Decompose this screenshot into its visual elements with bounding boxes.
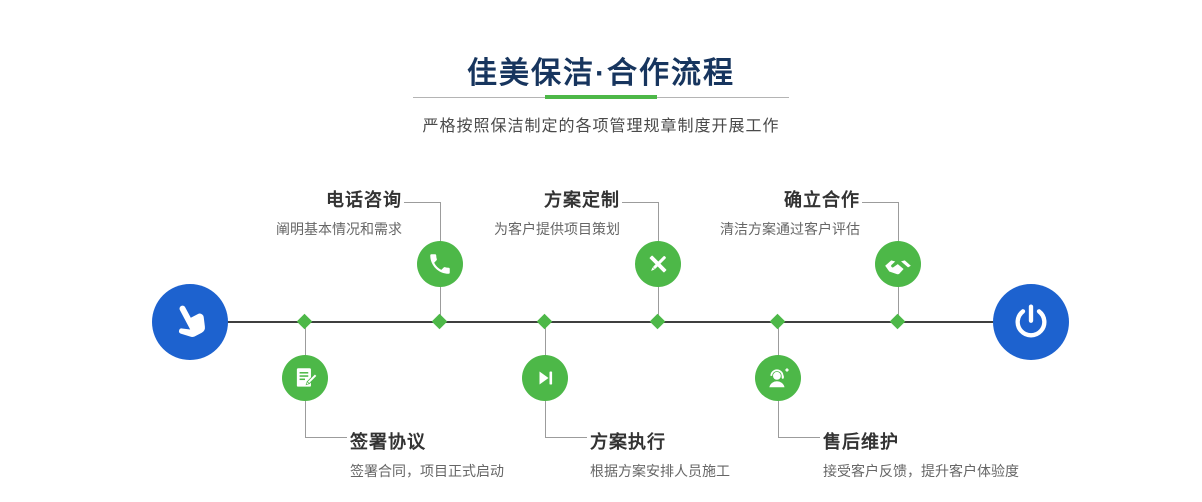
step-node-sign: [282, 355, 328, 401]
step-node-plan: [635, 241, 681, 287]
connector-line: [862, 202, 898, 203]
page-title: 佳美保洁·合作流程: [467, 57, 735, 90]
title-underline-accent: [545, 95, 657, 99]
play-next-icon: [539, 371, 553, 385]
timeline-line: [190, 321, 1031, 323]
end-node: [993, 284, 1069, 360]
step-label-phone: 电话咨询 阐明基本情况和需求: [276, 186, 402, 239]
step-desc: 签署合同，项目正式启动: [350, 463, 504, 479]
step-title: 方案执行: [590, 432, 666, 452]
step-label-aftersale: 售后维护 接受客户反馈，提升客户体验度: [823, 428, 1019, 481]
step-title: 电话咨询: [326, 190, 402, 210]
page-subtitle: 严格按照保洁制定的各项管理规章制度开展工作: [422, 118, 780, 135]
start-node: [152, 284, 228, 360]
timeline-diamond: [296, 313, 313, 330]
contract-icon: [296, 368, 318, 387]
timeline-diamond: [889, 313, 906, 330]
step-desc: 根据方案安排人员施工: [590, 463, 730, 479]
step-title: 确立合作: [784, 190, 860, 210]
step-node-cooperate: [875, 241, 921, 287]
step-label-execute: 方案执行 根据方案安排人员施工: [590, 428, 730, 481]
connector-line: [545, 437, 587, 438]
step-desc: 阐明基本情况和需求: [276, 221, 402, 237]
timeline-diamond: [649, 313, 666, 330]
step-node-aftersale: [755, 355, 801, 401]
connector-line: [404, 202, 440, 203]
handshake-icon: [885, 260, 911, 275]
step-label-cooperate: 确立合作 清洁方案通过客户评估: [720, 186, 860, 239]
step-label-sign: 签署协议 签署合同，项目正式启动: [350, 428, 504, 481]
step-node-execute: [522, 355, 568, 401]
step-desc: 清洁方案通过客户评估: [720, 221, 860, 237]
phone-icon: [430, 254, 450, 274]
power-icon: [1015, 304, 1047, 338]
connector-line: [778, 437, 820, 438]
hand-pointer-icon: [179, 305, 205, 337]
connector-line: [305, 437, 347, 438]
timeline-diamond: [536, 313, 553, 330]
step-title: 售后维护: [823, 432, 899, 452]
step-node-phone: [417, 241, 463, 287]
step-label-plan: 方案定制 为客户提供项目策划: [494, 186, 620, 239]
pen-ruler-icon: [649, 255, 667, 273]
title-underline: [413, 95, 789, 99]
step-desc: 为客户提供项目策划: [494, 221, 620, 237]
connector-line: [622, 202, 658, 203]
timeline-diamond: [769, 313, 786, 330]
step-title: 签署协议: [350, 432, 426, 452]
customer-service-icon: [769, 368, 789, 388]
timeline-diamond: [431, 313, 448, 330]
step-desc: 接受客户反馈，提升客户体验度: [823, 463, 1019, 479]
step-title: 方案定制: [544, 190, 620, 210]
